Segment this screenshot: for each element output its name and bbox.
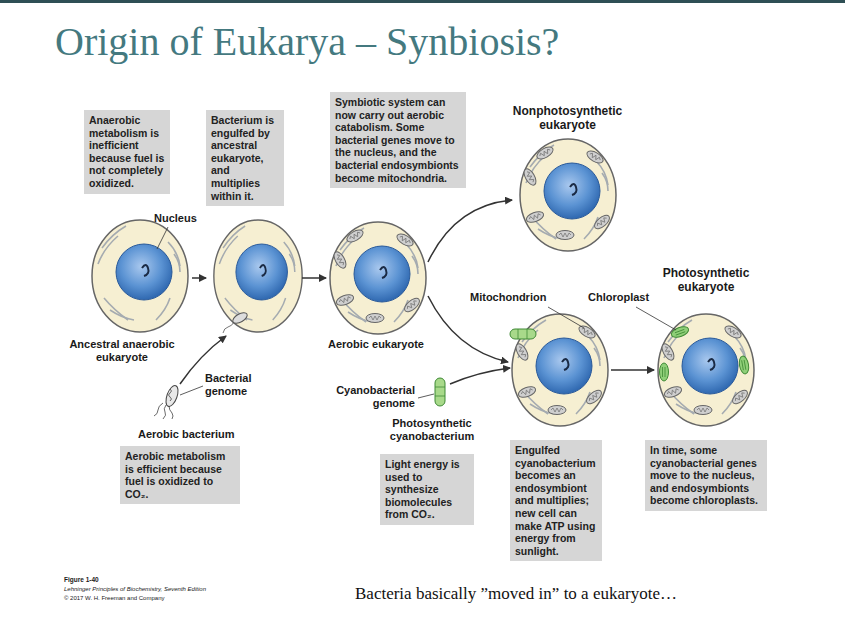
cell-label: Aerobic eukaryote xyxy=(328,338,424,351)
art-part xyxy=(169,406,173,419)
part-label: Cyanobacterial genome xyxy=(322,384,415,410)
chloroplast xyxy=(670,325,690,340)
part-label: Nucleus xyxy=(154,212,197,225)
mitochondrion xyxy=(535,145,555,162)
anaerobic-cell xyxy=(92,220,188,332)
cell-label: Ancestral anaerobic eukaryote xyxy=(58,338,186,364)
art-part xyxy=(302,277,326,279)
art-part xyxy=(548,307,584,328)
art-part xyxy=(428,296,508,362)
art-part xyxy=(450,368,510,384)
text-box: Aerobic metabolism is efficient because … xyxy=(120,446,240,504)
box-text: Bacterium is engulfed by ancestral eukar… xyxy=(211,114,279,202)
art-part xyxy=(435,378,445,406)
aerobic-cell xyxy=(330,222,426,334)
text-box: Anaerobic metabolism is inefficient beca… xyxy=(84,110,170,194)
slide-note: Bacteria basically ”moved in” to a eukar… xyxy=(355,584,677,604)
slide-title: Origin of Eukarya – Synbiosis? xyxy=(55,18,559,65)
mitochondria xyxy=(514,324,604,415)
part-label: Chloroplast xyxy=(588,291,649,304)
aerobic-bacterium xyxy=(154,384,180,419)
chloroplast xyxy=(660,363,669,381)
art-part xyxy=(510,329,536,339)
art-part xyxy=(518,329,527,339)
box-text: In time, some cyanobacterial genes move … xyxy=(650,444,762,507)
cell-label: Photosynthetic eukaryote xyxy=(645,266,767,295)
box-text: Symbiotic system can now carry out aerob… xyxy=(335,96,461,184)
chloroplast xyxy=(738,355,750,374)
box-text: Light energy is used to synthesize biomo… xyxy=(385,458,469,521)
art-part xyxy=(611,369,654,371)
art-part xyxy=(636,307,676,330)
leader-lines xyxy=(157,227,676,398)
text-box: Light energy is used to synthesize biomo… xyxy=(380,454,474,525)
mitochondrion xyxy=(345,228,365,245)
text-box: Symbiotic system can now carry out aerob… xyxy=(330,92,466,188)
text-box: Bacterium is engulfed by ancestral eukar… xyxy=(206,110,284,206)
engulfed-cyanobacterium xyxy=(510,329,536,339)
photosynthetic-cell xyxy=(658,314,754,426)
art-part xyxy=(164,384,181,408)
box-text: Aerobic metabolism is efficient because … xyxy=(125,450,235,500)
part-label: Bacterial genome xyxy=(205,372,265,398)
box-text: Anaerobic metabolism is inefficient beca… xyxy=(89,114,165,190)
part-label: Mitochondrion xyxy=(470,291,546,304)
top-bar xyxy=(0,0,845,3)
source-credit: Lehninger Principles of Biochemistry, Se… xyxy=(64,586,206,593)
art-part xyxy=(180,386,203,395)
engulfing-cell xyxy=(214,220,302,332)
text-box: Engulfed cyanobacterium becomes an endos… xyxy=(510,440,602,561)
art-part xyxy=(169,389,172,401)
copyright-note: © 2017 W. H. Freeman and Company xyxy=(64,595,164,602)
mitochondria xyxy=(332,232,422,323)
art-part xyxy=(163,405,166,419)
process-arrows xyxy=(180,200,654,384)
mitochondria xyxy=(660,324,750,415)
art-part xyxy=(154,403,163,416)
art-part xyxy=(223,322,234,333)
art-part xyxy=(157,227,168,249)
art-part xyxy=(192,277,206,279)
art-part xyxy=(418,394,434,398)
nonphotosynthetic-cell xyxy=(520,139,616,251)
organism-label: Photosynthetic cyanobacterium xyxy=(383,417,481,443)
figure-number: Figure 1-40 xyxy=(64,576,99,584)
cell-label: Nonphotosynthetic eukaryote xyxy=(495,104,640,133)
mitochondria xyxy=(522,149,612,240)
text-box: In time, some cyanobacterial genes move … xyxy=(645,440,767,511)
art-part xyxy=(428,200,512,262)
art-part xyxy=(435,387,445,396)
engulfed-bacterium xyxy=(223,311,249,333)
organism-label: Aerobic bacterium xyxy=(138,428,235,441)
box-text: Engulfed cyanobacterium becomes an endos… xyxy=(515,444,597,557)
cyanobacterium xyxy=(435,378,445,406)
